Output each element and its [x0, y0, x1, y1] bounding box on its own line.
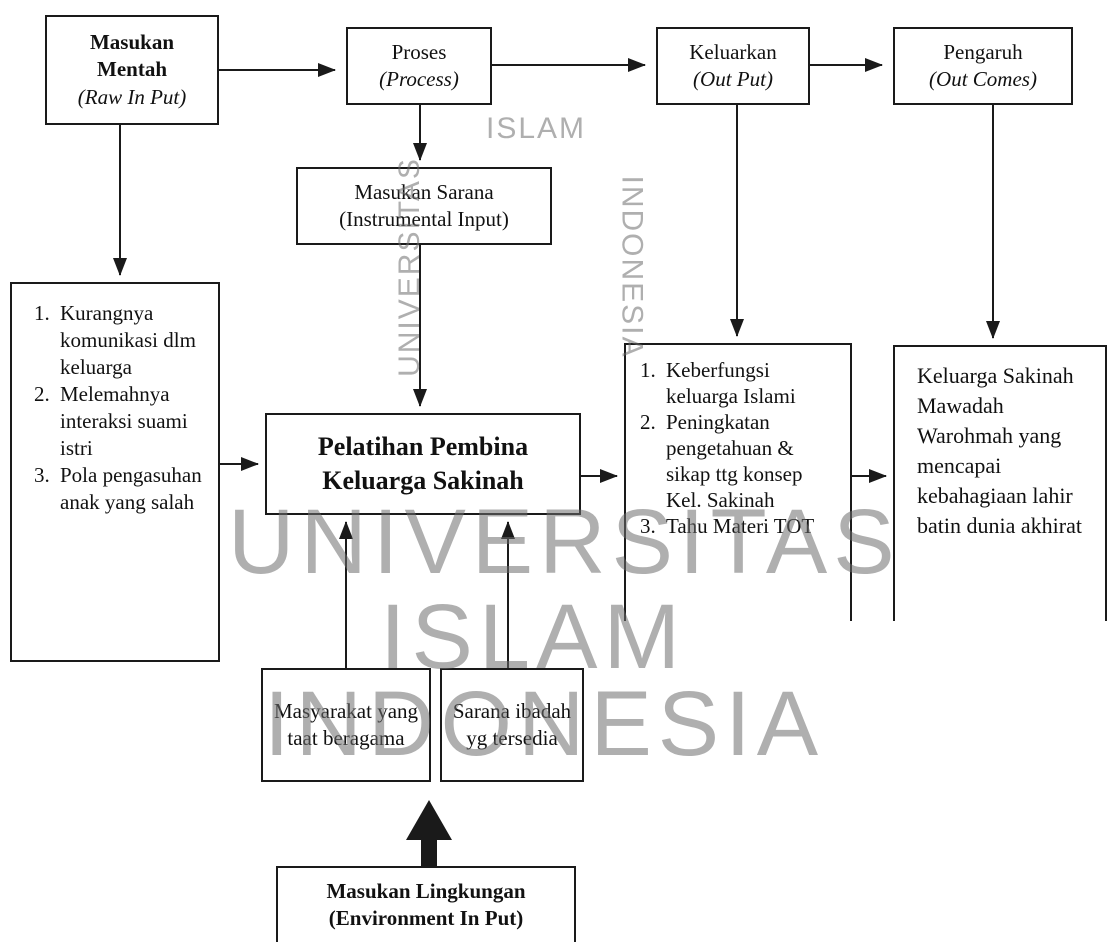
- problem-num-1: 1.: [34, 301, 50, 325]
- watermark-seal-right: INDONESIA: [615, 175, 649, 359]
- result-item-2: 2. Peningkatan pengetahuan & sikap ttg k…: [640, 409, 842, 513]
- problem-item-1: 1. Kurangnya komunikasi dlm keluarga: [34, 300, 208, 381]
- community-node: Masyarakat yang taat beragama: [261, 668, 431, 782]
- facilities-text: Sarana ibadah yg tersedia: [452, 698, 572, 750]
- problem-text-3: Pola pengasuhan anak yang salah: [60, 463, 202, 514]
- raw-input-node: Masukan Mentah (Raw In Put): [45, 15, 219, 125]
- raw-input-title-2: Mentah: [97, 57, 167, 82]
- raw-input-subtitle: (Raw In Put): [77, 84, 187, 109]
- training-line-2: Keluarga Sakinah: [322, 466, 524, 495]
- outcome-title: Pengaruh: [943, 39, 1023, 64]
- results-node: 1. Keberfungsi keluarga Islami 2. Pening…: [624, 343, 852, 621]
- problem-item-2: 2. Melemahnya interaksi suami istri: [34, 381, 208, 462]
- facilities-node: Sarana ibadah yg tersedia: [440, 668, 584, 782]
- training-node: Pelatihan Pembina Keluarga Sakinah: [265, 413, 581, 515]
- instrumental-line-1: Masukan Sarana: [354, 179, 494, 204]
- community-text: Masyarakat yang taat beragama: [273, 698, 419, 750]
- output-node: Keluarkan (Out Put): [656, 27, 810, 105]
- training-line-1: Pelatihan Pembina: [317, 432, 529, 462]
- arrow-lines: [113, 58, 1000, 668]
- process-node: Proses (Process): [346, 27, 492, 105]
- impact-text: Keluarga Sakinah Mawadah Warohmah yang m…: [917, 363, 1082, 538]
- environment-node: Masukan Lingkungan (Environment In Put): [276, 866, 576, 942]
- instrumental-line-2: (Instrumental Input): [339, 207, 509, 231]
- result-num-1: 1.: [640, 358, 656, 382]
- environment-line-2: (Environment In Put): [328, 906, 524, 930]
- problem-text-1: Kurangnya komunikasi dlm keluarga: [60, 301, 196, 379]
- watermark-seal-top: ISLAM: [486, 112, 587, 145]
- process-subtitle: (Process): [379, 67, 459, 91]
- problem-item-3: 3. Pola pengasuhan anak yang salah: [34, 462, 208, 516]
- problem-num-3: 3.: [34, 463, 50, 487]
- result-num-2: 2.: [640, 410, 656, 434]
- result-text-2: Peningkatan pengetahuan & sikap ttg kons…: [666, 410, 803, 512]
- instrumental-input-node: Masukan Sarana (Instrumental Input): [296, 167, 552, 245]
- environment-thick-arrow: [406, 800, 452, 866]
- output-title: Keluarkan: [689, 39, 777, 64]
- outcome-subtitle: (Out Comes): [929, 67, 1037, 91]
- problem-text-2: Melemahnya interaksi suami istri: [60, 382, 188, 460]
- problem-num-2: 2.: [34, 382, 50, 406]
- process-title: Proses: [391, 39, 447, 64]
- result-text-3: Tahu Materi TOT: [666, 514, 815, 538]
- output-subtitle: (Out Put): [693, 67, 773, 91]
- raw-input-title-1: Masukan: [89, 30, 175, 55]
- result-text-1: Keberfungsi keluarga Islami: [666, 358, 796, 408]
- impact-node: Keluarga Sakinah Mawadah Warohmah yang m…: [893, 345, 1107, 621]
- problems-list: 1. Kurangnya komunikasi dlm keluarga 2. …: [34, 300, 208, 516]
- result-num-3: 3.: [640, 514, 656, 538]
- problems-node: 1. Kurangnya komunikasi dlm keluarga 2. …: [10, 282, 220, 662]
- result-item-1: 1. Keberfungsi keluarga Islami: [640, 357, 842, 409]
- outcome-node: Pengaruh (Out Comes): [893, 27, 1073, 105]
- environment-line-1: Masukan Lingkungan: [326, 878, 526, 903]
- results-list: 1. Keberfungsi keluarga Islami 2. Pening…: [640, 357, 842, 539]
- result-item-3: 3. Tahu Materi TOT: [640, 513, 842, 539]
